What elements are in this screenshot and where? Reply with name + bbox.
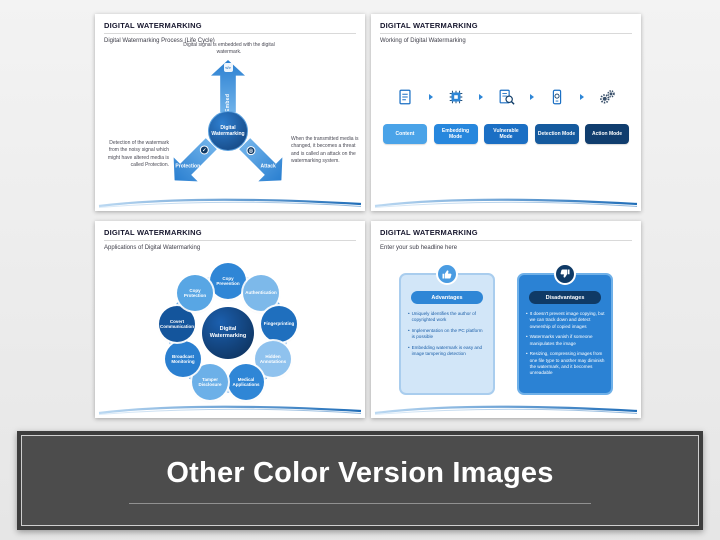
advantages-panel: Advantages •Uniquely identifies the auth… (399, 263, 495, 395)
connector-dot (271, 301, 280, 310)
slide-thumbnail-life-cycle[interactable]: DIGITAL WATERMARKING Digital Watermarkin… (95, 14, 365, 211)
application-circle-broadcast-monitoring: Broadcast Monitoring (165, 341, 201, 377)
thumbs-up-icon (436, 263, 458, 285)
document-icon (396, 88, 414, 106)
attack-note: When the transmitted media is changed, i… (291, 136, 359, 164)
banner-underline (129, 503, 591, 504)
bullet-marker: • (526, 311, 528, 316)
bottom-swoosh-decoration (374, 405, 638, 415)
header-divider (104, 33, 356, 34)
bottom-swoosh-decoration (98, 405, 362, 415)
slide-thumbnail-working[interactable]: DIGITAL WATERMARKING Working of Digital … (371, 14, 641, 211)
step-pill-content: Content (383, 124, 427, 144)
bullet-marker: • (526, 351, 528, 357)
connector-dot (278, 338, 287, 347)
slide-title: DIGITAL WATERMARKING (380, 21, 478, 30)
bottom-swoosh-decoration (374, 198, 638, 208)
application-circle-covert-communication: Covert Communication (159, 306, 195, 342)
advantages-list: •Uniquely identifies the author of copyr… (401, 308, 493, 361)
disadvantages-heading: Disadvantages (529, 291, 601, 304)
mobile-scan-icon (548, 88, 566, 106)
connector-dot (176, 301, 185, 310)
chip-icon (447, 88, 465, 106)
slide-title: DIGITAL WATERMARKING (380, 228, 478, 237)
banner-title: Other Color Version Images (166, 457, 554, 489)
step-pill-detection-mode: Detection Mode (534, 124, 579, 144)
slide-thumbnail-advantages-disadvantages[interactable]: DIGITAL WATERMARKING Enter your sub head… (371, 221, 641, 418)
arrow-right-icon (580, 94, 583, 100)
bullet-item: •Resizing, compressing images from one f… (526, 351, 605, 376)
embed-arrow: </> Embed (211, 60, 245, 112)
bullet-marker: • (526, 334, 528, 340)
bottom-banner: Other Color Version Images (17, 431, 703, 530)
advantages-heading: Advantages (411, 291, 483, 304)
applications-cluster: Copy Prevention Authentication Fingerpri… (95, 221, 365, 418)
application-circle-tamper-disclosure: Tamper Disclosure (192, 364, 228, 400)
arrow-right-icon (530, 94, 533, 100)
protection-note: Detection of the watermark from the nois… (107, 140, 169, 168)
target-icon: ◎ (246, 145, 256, 155)
disadvantages-list: •It doesn't prevent image copying, but w… (519, 308, 611, 380)
life-cycle-diagram: Digital signal is embedded with the digi… (95, 40, 365, 203)
header-divider (380, 240, 632, 241)
advantages-disadvantages: Advantages •Uniquely identifies the auth… (371, 263, 641, 395)
process-flow: Content Embedding Mode Vulnerable Mode D… (383, 88, 629, 144)
disadvantages-panel: Disadvantages •It doesn't prevent image … (517, 263, 613, 395)
application-circle-copy-prevention: Copy Prevention (210, 263, 246, 299)
embed-label: Embed (225, 93, 231, 112)
slide-subtitle: Working of Digital Watermarking (380, 38, 466, 44)
thumbs-down-icon (554, 263, 576, 285)
slide-thumbnail-applications[interactable]: DIGITAL WATERMARKING Applications of Dig… (95, 221, 365, 418)
bullet-marker: • (408, 327, 410, 333)
center-circle: Digital Watermarking (208, 111, 248, 151)
slide-header: DIGITAL WATERMARKING Applications of Dig… (95, 221, 365, 251)
document-search-icon (497, 88, 515, 106)
application-circle-copy-protection: Copy Protection (177, 275, 213, 311)
header-divider (380, 33, 632, 34)
attack-label: Attack (260, 163, 276, 170)
step-pill-action-mode: Action Mode (585, 124, 629, 144)
application-circle-medical-applications: Medical Applications (228, 364, 264, 400)
code-icon: </> (223, 63, 233, 72)
banner-frame: Other Color Version Images (21, 435, 699, 526)
bullet-item: •Implementation on the PC platform is po… (408, 327, 483, 340)
slide-title: DIGITAL WATERMARKING (104, 228, 202, 237)
slide-title: DIGITAL WATERMARKING (104, 21, 202, 30)
bullet-item: •It doesn't prevent image copying, but w… (526, 311, 605, 329)
slide-header: DIGITAL WATERMARKING Digital Watermarkin… (95, 14, 365, 44)
slide-subtitle: Digital Watermarking Process (Life Cycle… (104, 38, 215, 44)
center-circle-label: Digital Watermarking (211, 124, 245, 137)
application-circle-hidden-annotations: Hidden Annotations (255, 341, 291, 377)
step-pill-vulnerable-mode: Vulnerable Mode (484, 124, 528, 144)
slide-header: DIGITAL WATERMARKING Working of Digital … (371, 14, 641, 44)
bottom-swoosh-decoration (98, 198, 362, 208)
step-pill-embedding-mode: Embedding Mode (433, 124, 478, 144)
center-circle: Digital Watermarking (202, 307, 254, 359)
center-circle-label: Digital Watermarking (209, 325, 247, 339)
connector-dot (259, 371, 268, 380)
bullet-item: •Watermarks vanish if someone manipulate… (526, 334, 593, 346)
application-circle-authentication: Authentication (243, 275, 279, 311)
header-divider (104, 240, 356, 241)
bullet-item: •Embedding watermark is easy and image t… (408, 344, 483, 357)
bullet-marker: • (408, 311, 410, 316)
slide-subtitle: Enter your sub headline here (380, 245, 458, 251)
arrow-right-icon (479, 94, 482, 100)
bullet-item: •Uniquely identifies the author of copyr… (408, 311, 476, 323)
protection-label: Protection (175, 163, 201, 170)
gears-icon (598, 88, 616, 106)
application-circle-fingerprinting: Fingerprinting (261, 306, 297, 342)
slide-header: DIGITAL WATERMARKING Enter your sub head… (371, 221, 641, 251)
embed-note: Digital signal is embedded with the digi… (183, 42, 275, 56)
bullet-marker: • (408, 344, 410, 350)
arrow-right-icon (429, 94, 432, 100)
slide-subtitle: Applications of Digital Watermarking (104, 245, 201, 251)
